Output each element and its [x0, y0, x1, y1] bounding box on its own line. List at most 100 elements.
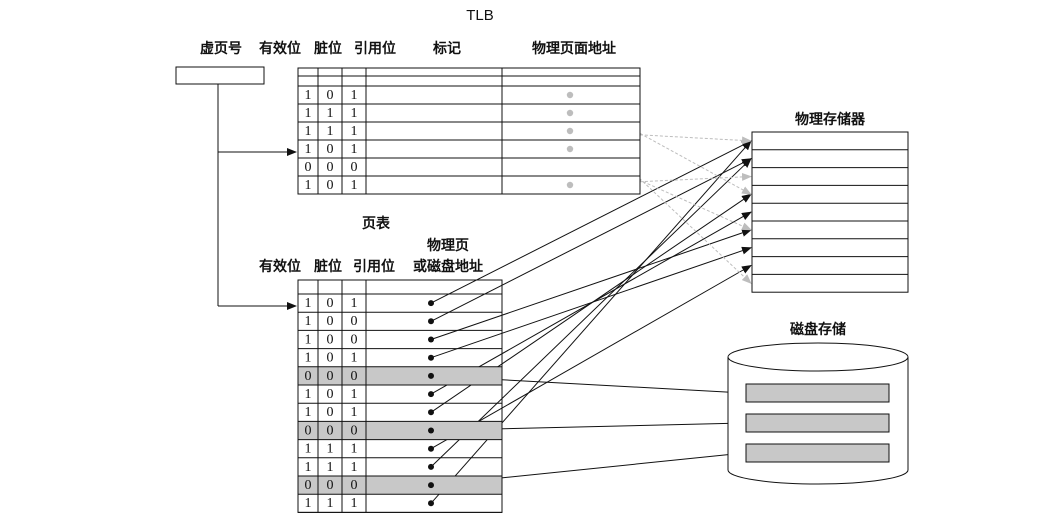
- tlb-bit: 1: [305, 124, 312, 139]
- pt-bit: 0: [327, 387, 334, 402]
- pt-header-dirty: 脏位: [314, 258, 342, 275]
- pt-bit: 1: [305, 296, 312, 311]
- pt-bit: 0: [305, 369, 312, 384]
- tlb-bit: 1: [327, 124, 334, 139]
- pt-header-addr-line2: 或磁盘地址: [413, 258, 483, 275]
- physical-memory: [751, 131, 909, 293]
- vpn-box: [175, 66, 265, 85]
- pt-pointer-dot: [428, 354, 434, 361]
- tlb-pointer-dot: [566, 145, 574, 153]
- pt-bit: 1: [305, 387, 312, 402]
- pt-pointer-dot: [428, 482, 434, 489]
- pt-bit: 0: [327, 332, 334, 347]
- tlb-bit: 0: [327, 178, 334, 193]
- pt-bit: 1: [327, 496, 334, 511]
- pt-bit: 0: [351, 314, 358, 329]
- pt-header-valid: 有效位: [259, 258, 301, 275]
- tlb-bit: 0: [327, 160, 334, 175]
- pt-bit: 1: [351, 460, 358, 475]
- pt-pointer-dot: [428, 409, 434, 416]
- disk-storage: [727, 342, 909, 485]
- tlb-bit: 1: [351, 178, 358, 193]
- pt-pointer-dot: [428, 427, 434, 434]
- tlb-bit: 0: [351, 160, 358, 175]
- pt-bit: 1: [351, 496, 358, 511]
- tlb-to-memory-arrow: [569, 148, 752, 231]
- tlb-header-valid: 有效位: [259, 40, 301, 57]
- pt-invalid-row: [298, 421, 502, 440]
- disk-block: [745, 413, 890, 433]
- page-table-title: 页表: [362, 215, 391, 232]
- tlb-bit: 1: [351, 106, 358, 121]
- disk-block: [745, 443, 890, 463]
- pt-header-ref: 引用位: [353, 258, 395, 275]
- tlb-bit: 1: [305, 106, 312, 121]
- tlb-bit: 0: [305, 160, 312, 175]
- pt-pointer-dot: [428, 300, 434, 307]
- pt-bit: 1: [305, 405, 312, 420]
- tlb-bit: 1: [351, 124, 358, 139]
- pt-bit: 1: [351, 296, 358, 311]
- pt-invalid-row: [298, 476, 502, 495]
- pt-bit: 0: [327, 478, 334, 493]
- pt-pointer-dot: [428, 372, 434, 379]
- pt-bit: 1: [305, 332, 312, 347]
- tlb-bit: 1: [351, 88, 358, 103]
- tlb-bit: 0: [327, 88, 334, 103]
- pt-bit: 0: [305, 423, 312, 438]
- pt-pointer-dot: [428, 318, 434, 325]
- pt-to-memory-arrow: [430, 140, 752, 504]
- tlb-pointer-dot: [566, 181, 574, 189]
- pt-bit: 1: [305, 496, 312, 511]
- pt-bit: 0: [351, 478, 358, 493]
- virtual-page-number-box: [175, 66, 297, 310]
- tlb-header-ref: 引用位: [354, 40, 396, 57]
- tlb-bit: 1: [305, 178, 312, 193]
- tlb-bit: 1: [351, 142, 358, 157]
- pt-bit: 0: [327, 423, 334, 438]
- tlb-header-dirty: 脏位: [314, 40, 342, 57]
- pt-bit: 0: [327, 351, 334, 366]
- pt-bit: 1: [305, 460, 312, 475]
- tlb-bit: 1: [327, 106, 334, 121]
- pt-bit: 0: [351, 332, 358, 347]
- pt-pointer-dot: [428, 445, 434, 452]
- pt-to-memory-arrow: [430, 140, 752, 304]
- pt-bit: 0: [305, 478, 312, 493]
- pt-invalid-row: [298, 366, 502, 385]
- pt-pointer-dot: [428, 391, 434, 398]
- pt-bit: 1: [305, 314, 312, 329]
- pt-bit: 0: [351, 369, 358, 384]
- tlb-header-phys-addr: 物理页面地址: [532, 40, 616, 57]
- disk-block: [745, 383, 890, 403]
- pt-pointer-dot: [428, 500, 434, 507]
- pt-bit: 1: [351, 442, 358, 457]
- pt-bit: 1: [305, 351, 312, 366]
- pt-pointer-dot: [428, 336, 434, 343]
- pt-header-addr-line1: 物理页: [427, 237, 469, 254]
- tlb-bit: 0: [327, 142, 334, 157]
- pt-bit: 1: [327, 460, 334, 475]
- pointer-dots: [428, 91, 574, 507]
- tlb-pointer-dot: [566, 91, 574, 99]
- pt-bit: 1: [351, 351, 358, 366]
- disk-title: 磁盘存储: [790, 321, 846, 338]
- pt-bit: 0: [327, 296, 334, 311]
- pt-bit: 0: [327, 369, 334, 384]
- pt-bit: 0: [351, 423, 358, 438]
- tlb-frame: [297, 67, 641, 195]
- pt-bit: 0: [327, 314, 334, 329]
- pt-pointer-dot: [428, 463, 434, 470]
- virtual-page-label: 虚页号: [200, 40, 242, 57]
- tlb-bit: 1: [305, 88, 312, 103]
- pt-to-memory-arrow: [430, 158, 752, 468]
- memory-title: 物理存储器: [795, 111, 866, 128]
- pt-bit: 1: [351, 405, 358, 420]
- tlb-pointer-dot: [566, 109, 574, 117]
- pt-bit: 1: [305, 442, 312, 457]
- pt-bit: 0: [327, 405, 334, 420]
- disk-top: [727, 342, 909, 372]
